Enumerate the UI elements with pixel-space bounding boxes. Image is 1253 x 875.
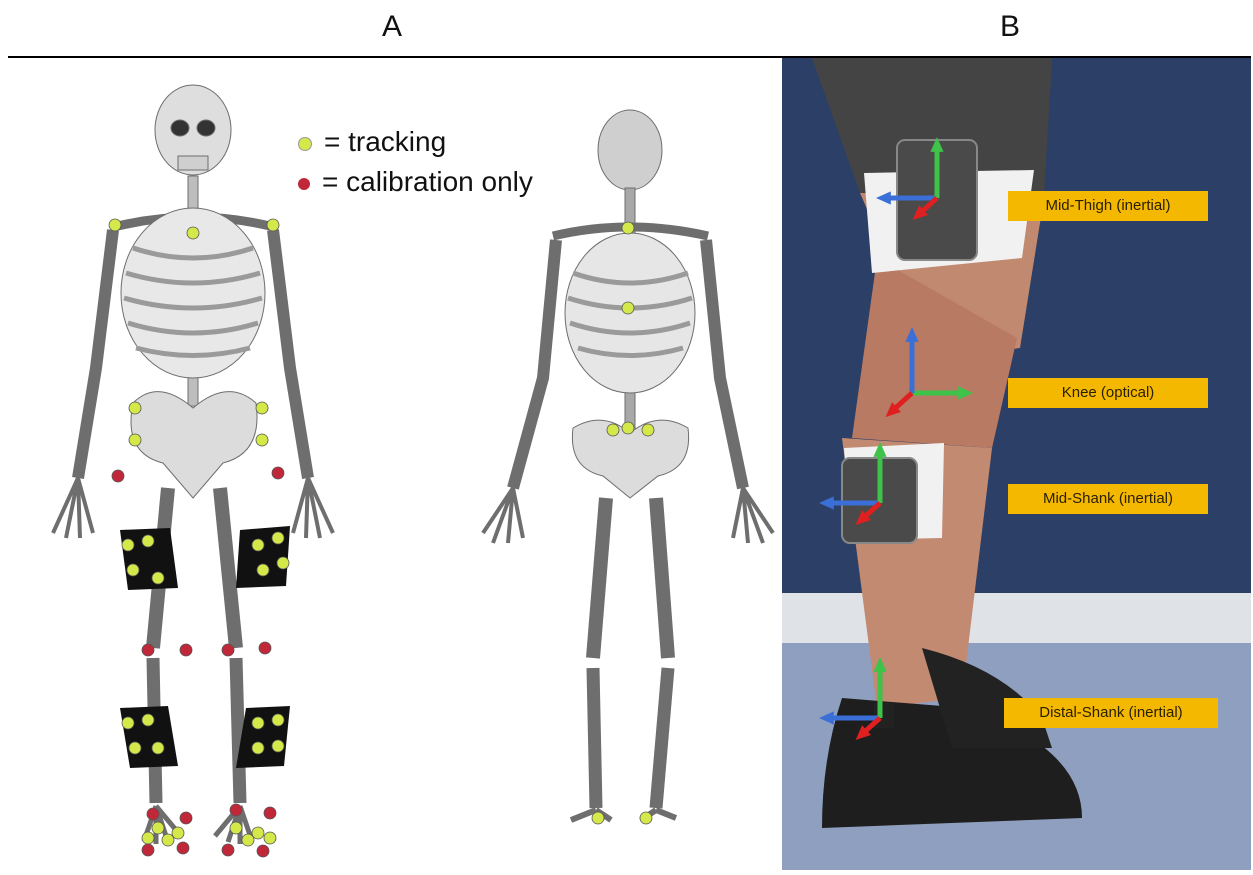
- legend-tracking-label: = tracking: [324, 126, 446, 157]
- sensor-label-knee: Knee (optical): [1008, 378, 1208, 408]
- tracking-marker: [109, 219, 121, 231]
- legend-calibration-label: = calibration only: [322, 166, 533, 197]
- tracking-marker: [142, 832, 154, 844]
- tracking-marker: [142, 535, 154, 547]
- tracking-marker: [230, 822, 242, 834]
- tracking-dot-icon: [298, 137, 312, 151]
- tracking-marker: [152, 822, 164, 834]
- sensor-label-mid-shank: Mid-Shank (inertial): [1008, 484, 1208, 514]
- tracking-marker: [122, 717, 134, 729]
- legend-calibration: = calibration only: [298, 166, 533, 198]
- tracking-marker: [622, 302, 634, 314]
- calibration-marker: [257, 845, 269, 857]
- tracking-marker: [152, 742, 164, 754]
- tracking-marker: [252, 827, 264, 839]
- tracking-marker: [127, 564, 139, 576]
- leg-photo-illustration: [782, 58, 1251, 870]
- tracking-marker: [252, 717, 264, 729]
- panel-label-a: A: [382, 10, 402, 44]
- tracking-marker: [622, 222, 634, 234]
- tracking-marker: [129, 402, 141, 414]
- calibration-marker: [142, 844, 154, 856]
- calibration-marker: [180, 644, 192, 656]
- front-skeleton: [53, 85, 333, 844]
- tracking-marker: [272, 532, 284, 544]
- calibration-marker: [230, 804, 242, 816]
- tracking-marker: [162, 834, 174, 846]
- tracking-marker: [607, 424, 619, 436]
- calibration-marker: [222, 844, 234, 856]
- calibration-marker: [264, 807, 276, 819]
- calibration-marker: [272, 467, 284, 479]
- panel-b-leg-photo: Mid-Thigh (inertial) Knee (optical) Mid-…: [782, 58, 1251, 870]
- tracking-marker: [622, 422, 634, 434]
- calibration-marker: [180, 812, 192, 824]
- tracking-marker: [129, 434, 141, 446]
- tracking-marker: [267, 219, 279, 231]
- tracking-marker: [256, 402, 268, 414]
- legend-tracking: = tracking: [298, 126, 446, 158]
- tracking-marker: [272, 740, 284, 752]
- panel-label-b: B: [1000, 10, 1020, 44]
- calibration-marker: [112, 470, 124, 482]
- sensor-label-distal-shank: Distal-Shank (inertial): [1004, 698, 1218, 728]
- tracking-marker: [272, 714, 284, 726]
- tracking-marker: [152, 572, 164, 584]
- calibration-marker: [142, 644, 154, 656]
- tracking-marker: [252, 742, 264, 754]
- calibration-marker: [147, 808, 159, 820]
- tracking-marker: [592, 812, 604, 824]
- panel-a-skeletons: = tracking = calibration only: [8, 58, 782, 870]
- tracking-marker: [129, 742, 141, 754]
- back-skeleton: [483, 110, 773, 820]
- tracking-marker: [172, 827, 184, 839]
- tracking-marker: [256, 434, 268, 446]
- tracking-marker: [142, 714, 154, 726]
- tracking-marker: [640, 812, 652, 824]
- tracking-marker: [122, 539, 134, 551]
- calibration-marker: [259, 642, 271, 654]
- tracking-marker: [242, 834, 254, 846]
- tracking-marker: [264, 832, 276, 844]
- tracking-marker: [277, 557, 289, 569]
- sensor-label-mid-thigh: Mid-Thigh (inertial): [1008, 191, 1208, 221]
- tracking-marker: [257, 564, 269, 576]
- calibration-marker: [222, 644, 234, 656]
- tracking-marker: [642, 424, 654, 436]
- tracking-marker: [252, 539, 264, 551]
- tracking-marker: [187, 227, 199, 239]
- calibration-marker: [177, 842, 189, 854]
- calibration-dot-icon: [298, 178, 310, 190]
